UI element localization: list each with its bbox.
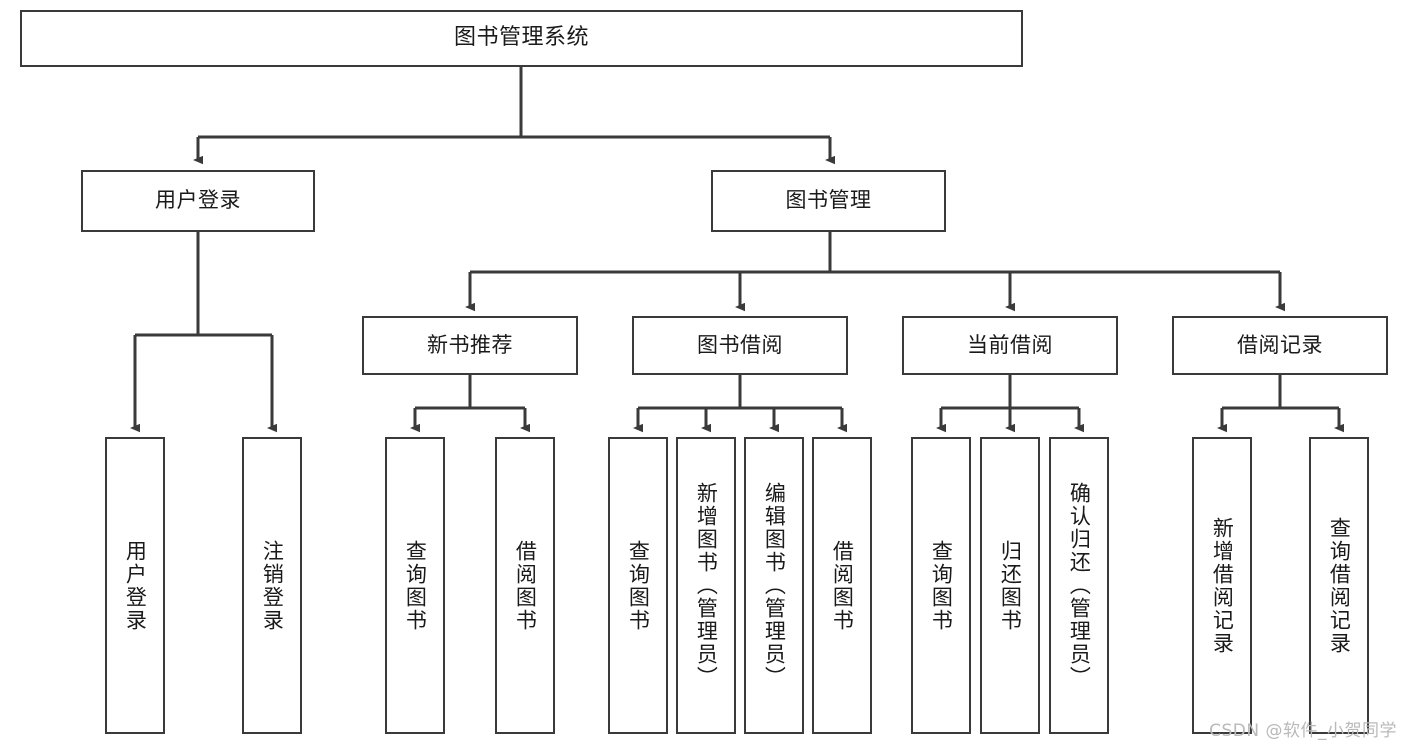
node-leaf-rec-query-book[interactable]: 查询图书 [385,437,445,734]
edge-new-book-rec-to-leaves [410,375,530,433]
node-book-borrow-label: 图书借阅 [697,332,783,357]
edge-user-login-to-leaves [130,232,277,433]
node-leaf-borrow-query-book[interactable]: 查询图书 [608,437,668,734]
node-new-book-recommend[interactable]: 新书推荐 [362,316,578,375]
node-leaf-user-logout[interactable]: 注销登录 [242,437,302,734]
node-leaf-borrow-add-book-label: 新增图书（管理员） [694,482,719,689]
node-leaf-cur-query-book-label: 查询图书 [929,539,954,632]
node-leaf-rec-borrow-book-label: 借阅图书 [513,539,538,632]
node-leaf-cur-confirm-return[interactable]: 确认归还（管理员） [1049,437,1109,734]
node-user-login-label: 用户登录 [155,188,241,213]
node-leaf-rec-borrow-book[interactable]: 借阅图书 [495,437,555,734]
node-leaf-cur-confirm-return-label: 确认归还（管理员） [1067,482,1092,689]
node-leaf-user-logout-label: 注销登录 [260,539,285,632]
node-leaf-rec-query-record[interactable]: 查询借阅记录 [1309,437,1369,734]
node-leaf-borrow-edit-book[interactable]: 编辑图书（管理员） [744,437,804,734]
node-new-book-recommend-label: 新书推荐 [427,332,513,357]
node-book-borrow[interactable]: 图书借阅 [632,316,848,375]
node-root-system-label: 图书管理系统 [453,25,589,51]
node-leaf-rec-query-book-label: 查询图书 [403,539,428,632]
node-leaf-borrow-add-book[interactable]: 新增图书（管理员） [676,437,736,734]
node-leaf-rec-query-record-label: 查询借阅记录 [1327,516,1352,655]
node-borrow-record[interactable]: 借阅记录 [1172,316,1388,375]
node-leaf-borrow-query-book-label: 查询图书 [626,539,651,632]
edge-book-manage-to-level3 [465,232,1285,312]
node-leaf-borrow-borrow-book-label: 借阅图书 [830,539,855,632]
node-leaf-borrow-borrow-book[interactable]: 借阅图书 [812,437,872,734]
edge-borrow-record-to-leaves [1217,375,1344,433]
node-leaf-user-login-label: 用户登录 [123,539,148,632]
node-root-system[interactable]: 图书管理系统 [20,10,1023,67]
edge-book-borrow-to-leaves [633,375,847,433]
node-leaf-rec-add-record[interactable]: 新增借阅记录 [1192,437,1252,734]
node-current-borrow-label: 当前借阅 [967,332,1053,357]
node-leaf-borrow-edit-book-label: 编辑图书（管理员） [762,482,787,689]
node-leaf-cur-query-book[interactable]: 查询图书 [911,437,971,734]
edge-root-to-level2 [193,67,835,165]
node-book-manage[interactable]: 图书管理 [711,170,946,232]
node-current-borrow[interactable]: 当前借阅 [902,316,1118,375]
node-leaf-cur-return-book-label: 归还图书 [998,539,1023,632]
edge-current-borrow-to-leaves [936,375,1084,433]
node-user-login[interactable]: 用户登录 [81,170,315,232]
node-borrow-record-label: 借阅记录 [1237,332,1323,357]
node-leaf-user-login[interactable]: 用户登录 [105,437,165,734]
watermark-text: CSDN @软件_小贺同学 [1209,721,1397,741]
node-leaf-cur-return-book[interactable]: 归还图书 [980,437,1040,734]
node-book-manage-label: 图书管理 [785,188,872,213]
node-leaf-rec-add-record-label: 新增借阅记录 [1210,516,1235,655]
